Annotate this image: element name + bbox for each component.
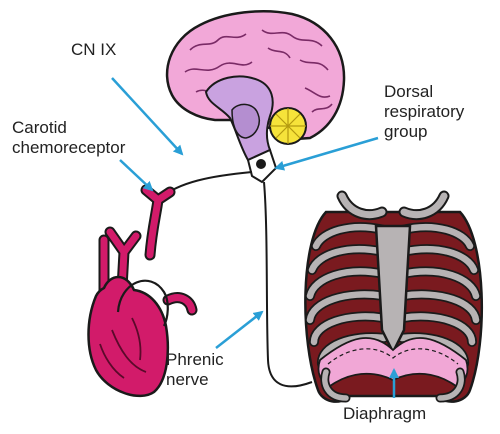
rib-cage bbox=[304, 190, 484, 403]
brain bbox=[165, 10, 346, 184]
label-carotid-chemoreceptor: Carotid chemoreceptor bbox=[12, 118, 125, 158]
arrow-carotid bbox=[119, 159, 154, 192]
label-cn-ix: CN IX bbox=[71, 40, 117, 59]
label-carotid-line1: Carotid bbox=[12, 118, 67, 137]
arrow-cn-ix bbox=[111, 77, 184, 156]
arrow-phrenic bbox=[215, 310, 264, 349]
pointer-arrows bbox=[111, 77, 399, 398]
heart bbox=[87, 184, 198, 398]
label-phrenic-nerve: Phrenic nerve bbox=[166, 350, 224, 390]
pons bbox=[231, 103, 260, 139]
clavicles-fill bbox=[338, 192, 448, 219]
phrenic-nerve bbox=[263, 181, 313, 388]
arrow-dorsal bbox=[274, 136, 379, 171]
label-phrenic-line1: Phrenic bbox=[166, 350, 224, 369]
ribs-left-fill bbox=[306, 223, 388, 368]
ribs-right-fill bbox=[398, 223, 480, 368]
cerebellum-folia bbox=[270, 108, 306, 144]
aortic-arch bbox=[116, 279, 169, 327]
label-diaphragm: Diaphragm bbox=[343, 404, 427, 423]
label-dorsal-line3: group bbox=[384, 122, 428, 141]
great-vessels-fill bbox=[100, 228, 196, 314]
label-dorsal-line2: respiratory bbox=[384, 102, 465, 121]
label-phrenic-line2: nerve bbox=[166, 370, 209, 389]
lower-ribs-fill bbox=[322, 369, 464, 401]
sternum bbox=[374, 224, 412, 355]
label-carotid-line2: chemoreceptor bbox=[12, 138, 126, 157]
label-dorsal-respiratory-group: Dorsal respiratory group bbox=[384, 82, 464, 142]
carotid-artery-fill bbox=[142, 186, 174, 259]
label-dorsal-line1: Dorsal bbox=[384, 82, 434, 101]
heart-details bbox=[99, 317, 147, 379]
diaphragm-dome bbox=[327, 348, 459, 365]
respiratory-nucleus bbox=[256, 159, 266, 169]
heart-body bbox=[87, 275, 170, 398]
